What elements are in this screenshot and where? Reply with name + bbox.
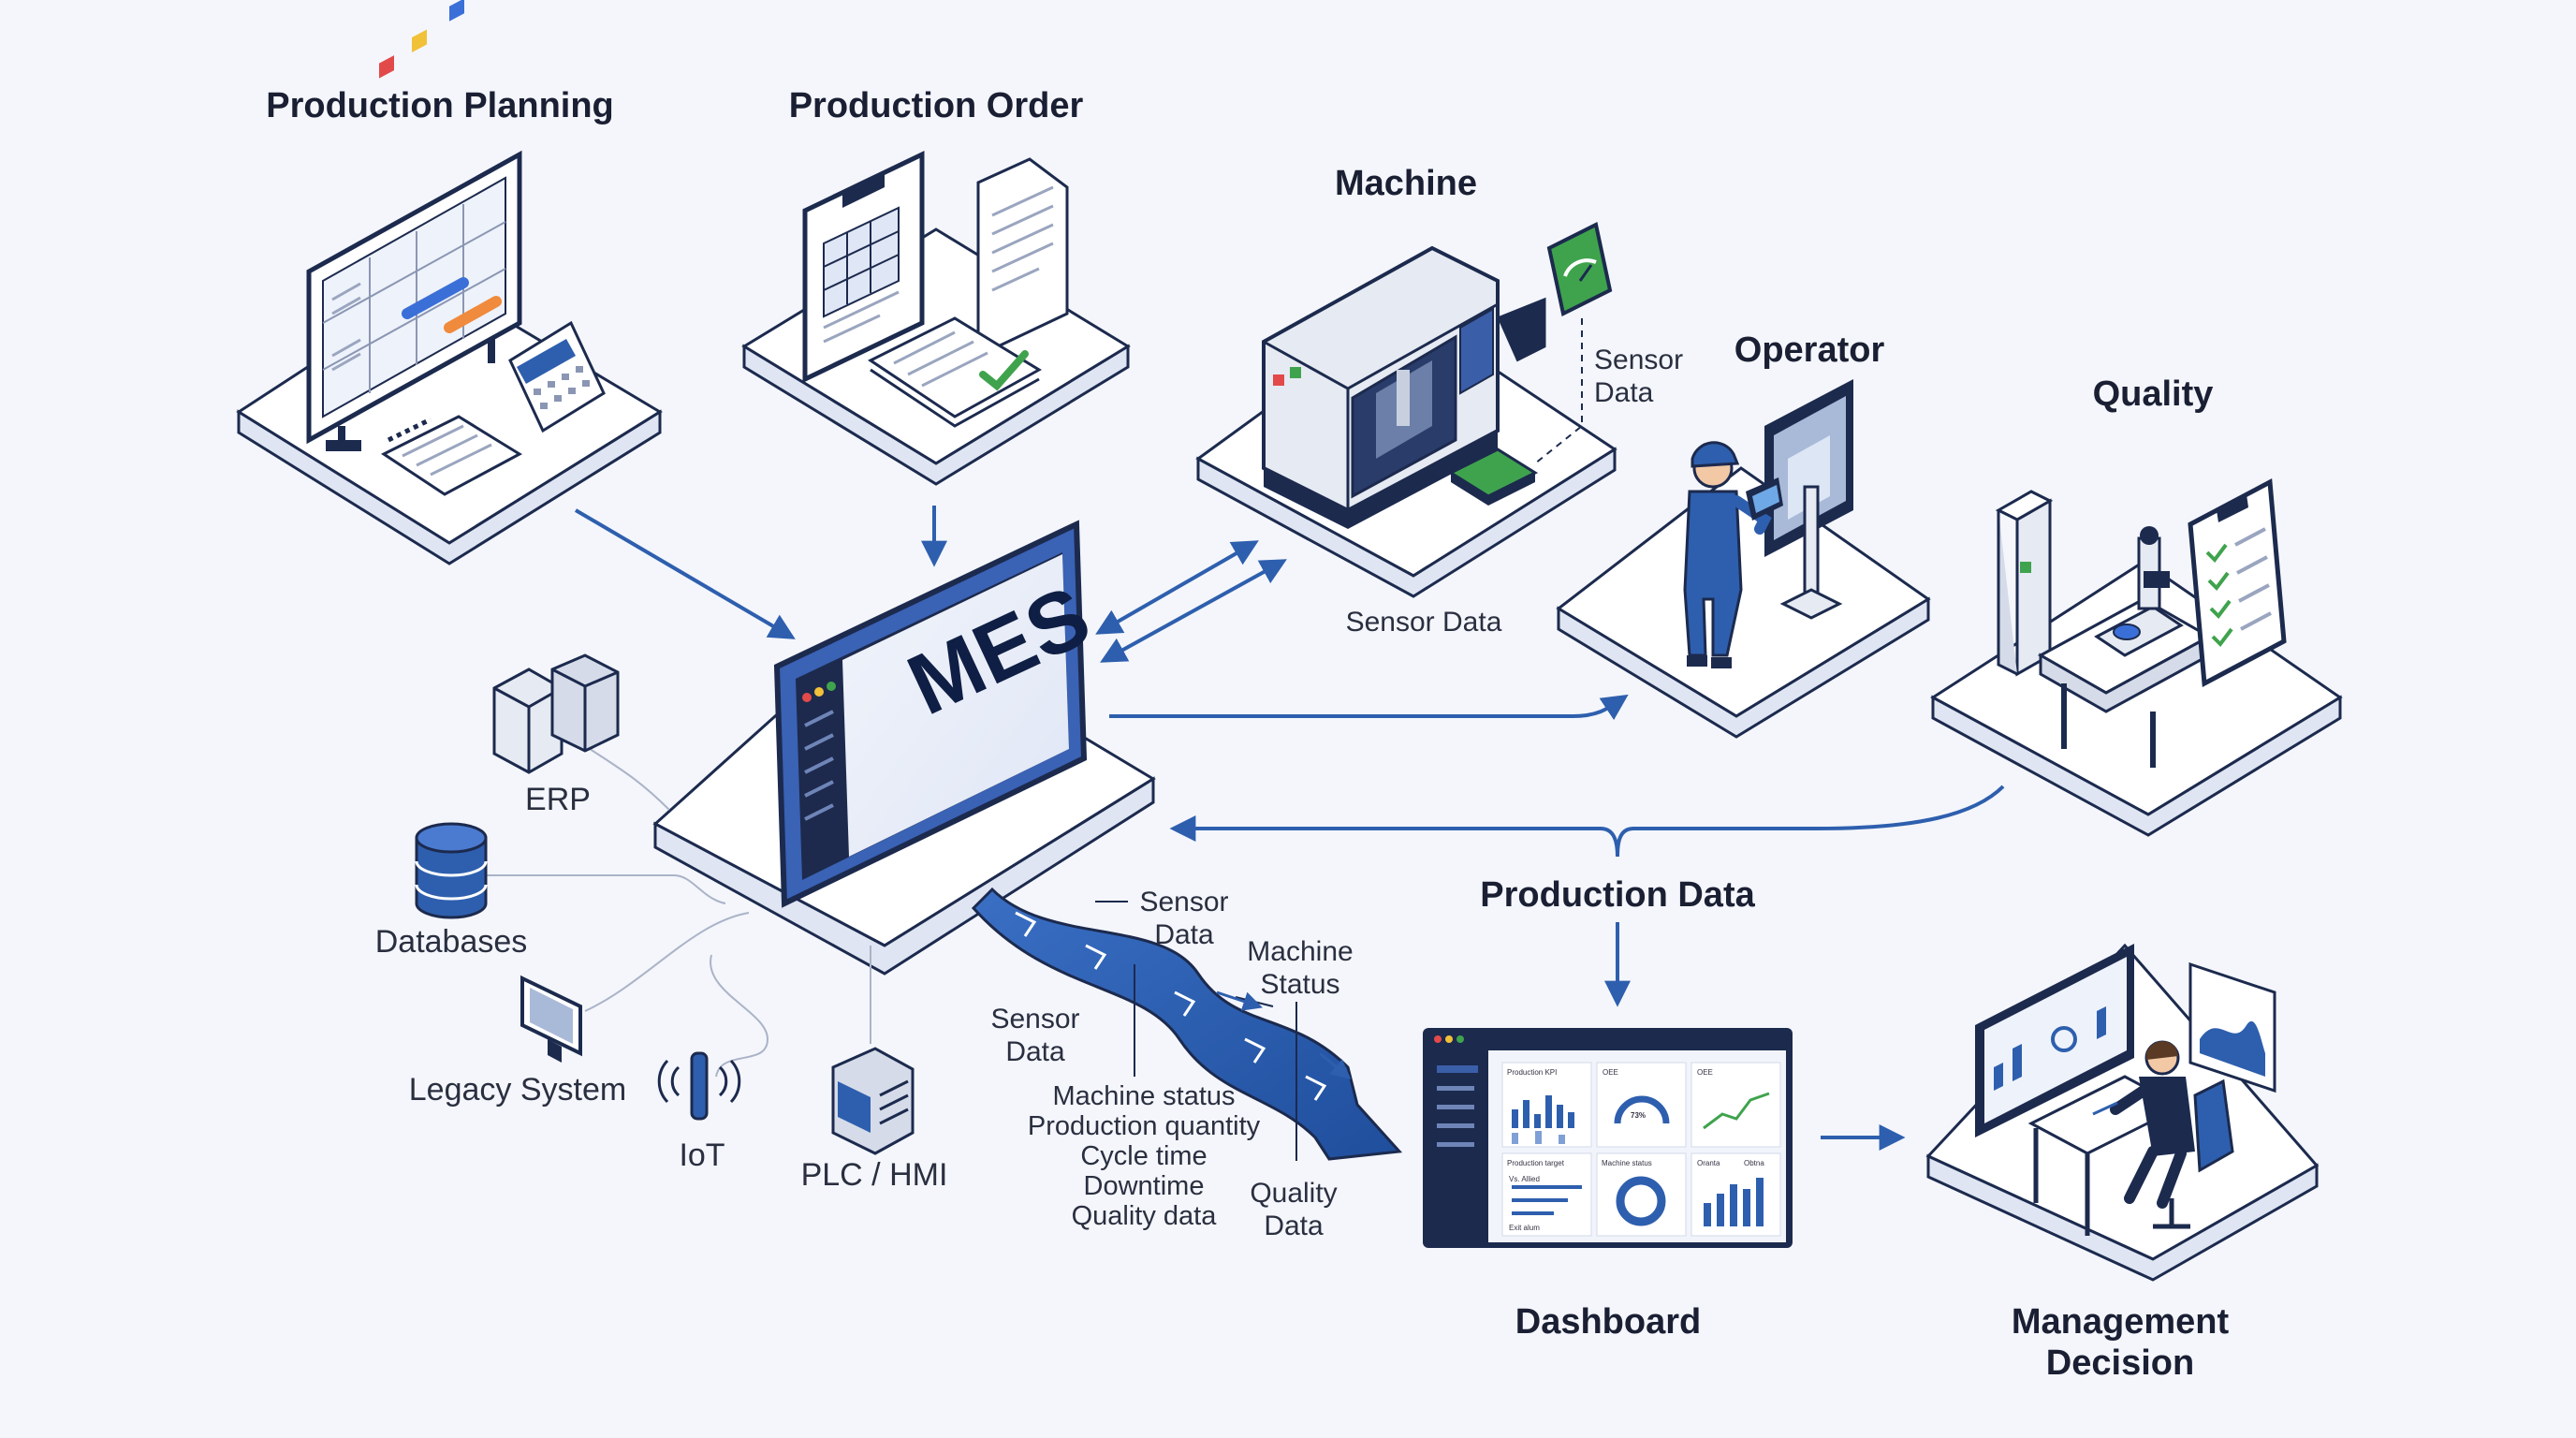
note-exit-alum: Exit alum [1509,1224,1540,1232]
platform-operator [1556,466,1931,739]
label-sensor-data-side: Sensor Data [1594,345,1683,409]
label-sensor-data-bottom: Sensor Data [1345,607,1502,638]
label-legacy-system: Legacy System [408,1072,627,1108]
label-dashboard: Dashboard [1515,1302,1702,1342]
stream-item-downtime: Downtime [1083,1170,1205,1201]
widget-title-oranta: Oranta [1697,1159,1720,1167]
calendar-icon [508,320,606,433]
source-lines [487,739,871,1078]
arrow-mes-to-operator [1109,694,1629,721]
stream-quality-line2: Data [1264,1210,1324,1241]
label-plc-hmi: PLC / HMI [800,1157,948,1193]
data-stream-arrow [971,887,1403,1161]
cnc-machine-icon [1262,245,1546,529]
stream-tail-arrow [1319,1051,1352,1079]
gauge-value: 73% [1631,1111,1646,1120]
clipboard-icon [802,151,925,383]
management-monitor-icon [1975,944,2134,1137]
iot-sensor-icon [657,1051,741,1121]
label-production-data: Production Data [1480,875,1755,915]
stream-sensor-top-line1: Sensor [1139,887,1229,917]
sensor-link-dashed [1534,318,1583,464]
label-quality: Quality [2092,374,2214,414]
gauge-icon [1546,222,1613,316]
server-icon [492,653,620,774]
note-vs-allied: Vs. Allied [1509,1175,1540,1183]
arrow-planning-to-mes [574,508,796,639]
notepad-icon [381,415,523,496]
label-stream-quality-data: Quality Data [1250,1178,1337,1242]
stream-sensor-left-line2: Data [1005,1035,1065,1067]
stream-item-cycle-time: Cycle time [1080,1140,1208,1171]
label-iot: IoT [679,1137,725,1173]
arrow-mes-machine-2 [1100,559,1287,663]
label-stream-machine-status: Machine Status [1247,936,1353,1001]
label-stream-sensor-data-left: Sensor Data [990,1004,1079,1068]
stream-item-machine-status: Machine status [1052,1081,1236,1111]
database-icon [415,822,488,919]
stream-machine-status-line2: Status [1260,968,1340,1000]
label-stream-sensor-data-top: Sensor Data [1139,887,1228,951]
kiosk-icon [1764,379,1853,620]
stream-item-production-quantity: Production quantity [1027,1110,1261,1141]
label-production-order: Production Order [788,86,1084,125]
arrow-quality-to-mes [1169,785,2005,858]
wall-chart-icon [2188,961,2276,1093]
checked-papers-icon [868,316,1042,428]
dashboard-screen: Production KPI OEE OEE Production target… [1423,1028,1793,1248]
label-production-planning: Production Planning [266,86,614,125]
sensor-data-side-line2: Data [1594,376,1654,408]
stream-item-quality-data: Quality data [1071,1200,1217,1231]
legacy-monitor-icon [520,975,582,1063]
machine-status-arrow [1216,990,1263,1011]
label-management-decision: Management Decision [2012,1302,2229,1384]
plc-icon [831,1047,915,1155]
label-operator: Operator [1734,330,1885,370]
label-erp: ERP [525,782,591,817]
widget-title-oee-1: OEE [1603,1068,1618,1077]
worker-icon [1683,441,1783,668]
manager-icon [2027,1040,2234,1236]
stream-machine-status-line1: Machine [1247,936,1354,967]
label-stream-items: Machine status Production quantity Cycle… [1027,1081,1261,1231]
sensor-data-side-line1: Sensor [1594,345,1684,375]
widget-title-production-kpi: Production KPI [1507,1068,1557,1077]
widget-title-oee-2: OEE [1697,1068,1713,1077]
sensor-chip-icon [1447,448,1539,506]
stream-sensor-left-line1: Sensor [990,1004,1080,1034]
mes-monitor-icon [773,520,1088,908]
widget-title-machine-status: Machine status [1602,1159,1652,1167]
microscope-icon [1995,490,2213,768]
stream-sensor-top-line2: Data [1154,918,1214,950]
widget-title-production-target: Production target [1507,1159,1565,1167]
label-machine: Machine [1334,164,1478,203]
widget-title-obtna: Obtna [1744,1159,1764,1167]
label-databases: Databases [374,924,528,960]
data-stream-chevrons [1015,911,1327,1101]
checklist-icon [2188,478,2287,687]
planning-board-icon [306,0,522,451]
label-management-line2: Decision [2045,1343,2195,1383]
label-management-line1: Management [2011,1302,2230,1342]
document-icon [976,157,1069,359]
stream-quality-line1: Quality [1250,1178,1338,1209]
